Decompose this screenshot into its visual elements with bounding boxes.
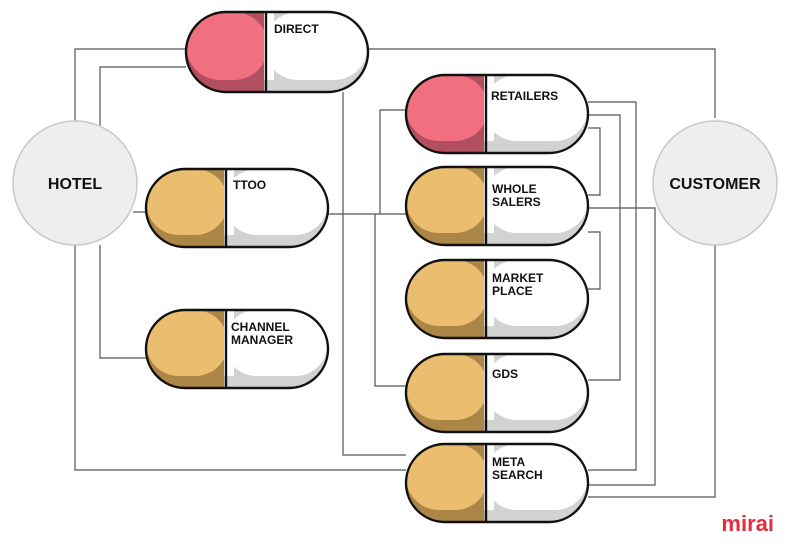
- retailers-label: RETAILERS: [491, 89, 558, 103]
- hotel-label: HOTEL: [48, 176, 102, 193]
- hotel-node: HOTEL: [12, 120, 138, 246]
- connector-marketplace-wholesalers: [588, 231, 601, 290]
- connector-direct-metasearch: [342, 92, 406, 456]
- connector-hotel-metasearch: [74, 240, 406, 471]
- connector-wholesalers-customer: [588, 207, 656, 486]
- pill-metasearch: META SEARCH: [404, 442, 590, 524]
- direct-label: DIRECT: [274, 22, 319, 36]
- pill-gds: GDS: [404, 352, 590, 434]
- connector-direct-customer: [368, 48, 716, 118]
- gds-label: GDS: [492, 367, 518, 381]
- pill-marketplace: MARKET PLACE: [404, 258, 590, 340]
- channel-manager-label: CHANNEL MANAGER: [231, 320, 293, 347]
- pill-channel-manager: CHANNEL MANAGER: [144, 308, 330, 390]
- marketplace-label: MARKET PLACE: [492, 271, 547, 298]
- connector-retailers-gds: [588, 114, 621, 381]
- customer-node: CUSTOMER: [652, 120, 778, 246]
- customer-label: CUSTOMER: [669, 176, 761, 193]
- pill-wholesalers: WHOLE SALERS: [404, 165, 590, 247]
- connector-wholesalers-retailers: [379, 109, 406, 214]
- ttoo-label: TTOO: [233, 178, 266, 192]
- pill-direct: DIRECT: [184, 10, 370, 94]
- mirai-logo: mirai: [721, 511, 774, 536]
- connector-hotel-direct-inner: [99, 66, 186, 130]
- pill-ttoo: TTOO: [144, 167, 330, 249]
- connector-hotel-channel-manager: [99, 245, 146, 359]
- metasearch-label: META SEARCH: [492, 455, 543, 482]
- connector-retailers-metasearch: [588, 101, 637, 471]
- connector-hotel-direct-outer: [74, 48, 186, 137]
- connector-retailers-wholesalers: [588, 127, 601, 196]
- connector-metasearch-customer: [588, 244, 716, 498]
- wholesalers-label: WHOLE SALERS: [492, 182, 541, 209]
- pill-retailers: RETAILERS: [404, 73, 590, 155]
- connector-lines: [74, 48, 716, 498]
- connector-ttoo-gds: [374, 214, 406, 387]
- hotel-circle: [12, 120, 138, 246]
- customer-circle: [652, 120, 778, 246]
